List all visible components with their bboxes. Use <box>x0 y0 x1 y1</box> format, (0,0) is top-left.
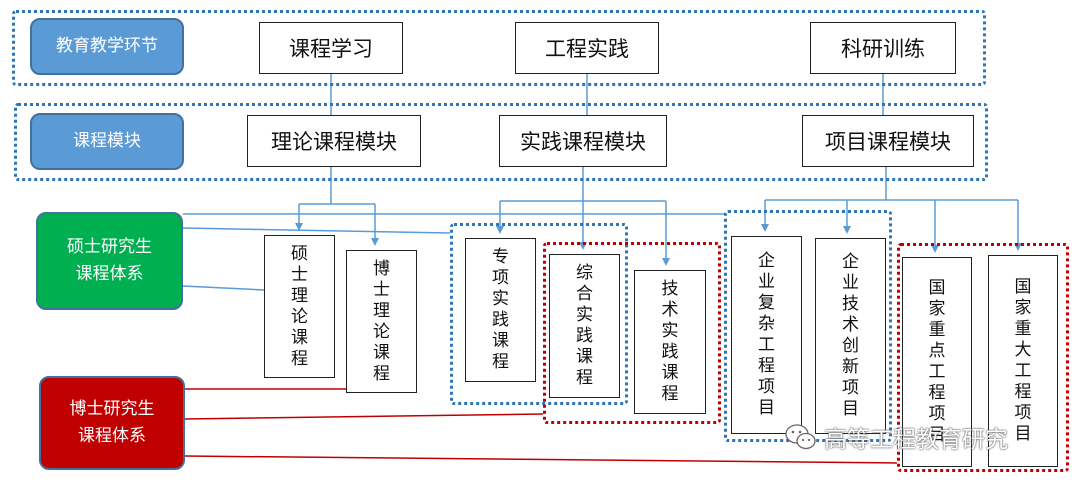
course-module-label-text: 课程模块 <box>73 131 141 151</box>
engineering-practice-text: 工程实践 <box>545 37 629 61</box>
teaching-row-frame <box>12 10 986 86</box>
teaching-stage-label: 教育教学环节 <box>30 18 184 75</box>
enterprise-innovation-project-box: 企业技术创新项目 <box>815 238 886 434</box>
national-major-project-text: 国家重大工程项目 <box>1014 277 1032 444</box>
phd-theory-course-box: 博士理论课程 <box>346 250 417 393</box>
research-training-text: 科研训练 <box>841 37 925 61</box>
master-curriculum-label: 硕士研究生 课程体系 <box>36 212 183 310</box>
master-link-practice <box>182 227 451 234</box>
course-study-box: 课程学习 <box>259 22 403 74</box>
phd-theory-course-text: 博士理论课程 <box>372 258 390 384</box>
enterprise-complex-project-text: 企业复杂工程项目 <box>757 251 775 418</box>
master-link-theory <box>182 285 265 291</box>
special-practice-course-text: 专项实践课程 <box>491 247 509 372</box>
master-curriculum-label-text: 硕士研究生 课程体系 <box>67 237 152 284</box>
project-module-text: 项目课程模块 <box>825 130 951 154</box>
teaching-stage-label-text: 教育教学环节 <box>56 36 158 56</box>
wechat-icon <box>785 424 816 450</box>
engineering-practice-box: 工程实践 <box>515 22 659 74</box>
practice-red-frame <box>543 242 721 424</box>
watermark: 高等工程教育研究 <box>784 420 1054 454</box>
enterprise-innovation-project-text: 企业技术创新项目 <box>841 252 859 419</box>
practice-module-text: 实践课程模块 <box>520 130 646 154</box>
enterprise-complex-project-box: 企业复杂工程项目 <box>731 236 802 434</box>
course-module-label: 课程模块 <box>30 113 184 170</box>
national-major-project-box: 国家重大工程项目 <box>988 255 1058 467</box>
technical-practice-course-box: 技术实践课程 <box>634 270 706 414</box>
watermark-text: 高等工程教育研究 <box>824 427 1008 453</box>
national-key-project-text: 国家重点工程项目 <box>928 278 946 445</box>
master-theory-course-box: 硕士理论课程 <box>264 235 335 378</box>
research-training-box: 科研训练 <box>810 22 956 74</box>
comprehensive-practice-course-box: 综合实践课程 <box>549 254 620 398</box>
comprehensive-practice-course-text: 综合实践课程 <box>575 263 593 388</box>
technical-practice-course-text: 技术实践课程 <box>661 279 679 404</box>
course-study-text: 课程学习 <box>289 37 373 61</box>
project-module-box: 项目课程模块 <box>802 115 974 167</box>
national-red-frame <box>897 243 1069 472</box>
phd-link-national <box>184 455 898 464</box>
phd-link-practice <box>184 413 544 420</box>
practice-module-box: 实践课程模块 <box>499 115 667 167</box>
phd-curriculum-label-text: 博士研究生 课程体系 <box>69 399 155 446</box>
phd-curriculum-label: 博士研究生 课程体系 <box>39 376 185 470</box>
theory-module-text: 理论课程模块 <box>271 130 397 154</box>
theory-module-box: 理论课程模块 <box>247 115 421 167</box>
master-theory-course-text: 硕士理论课程 <box>290 243 308 369</box>
special-practice-course-box: 专项实践课程 <box>465 238 536 382</box>
national-key-project-box: 国家重点工程项目 <box>902 257 972 467</box>
module-row-frame <box>14 103 988 181</box>
practice-blue-frame <box>450 223 628 405</box>
